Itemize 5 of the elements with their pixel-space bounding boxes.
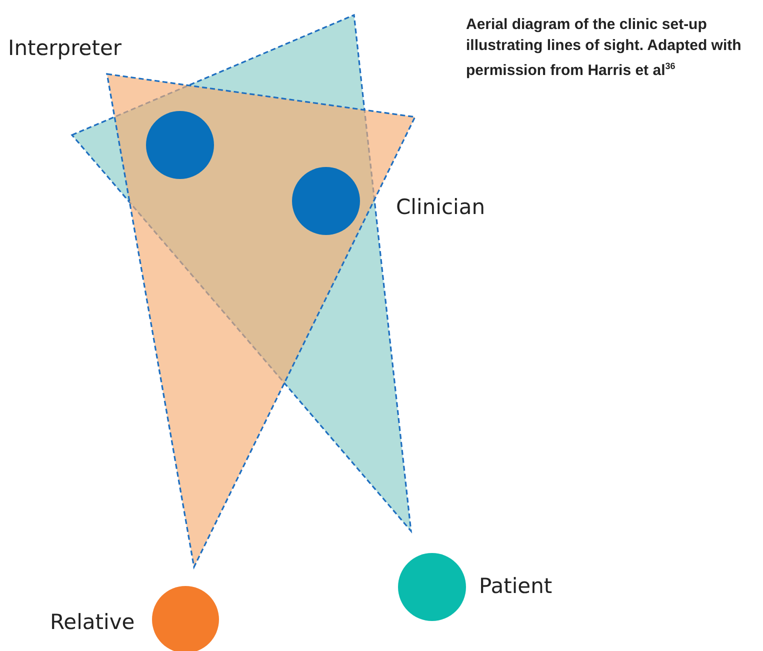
- person-label: Patient: [479, 574, 552, 598]
- person-label: Relative: [50, 610, 135, 634]
- caption: Aerial diagram of the clinic set-up illustrating lines of sight. Adapted with permission from Harris et al$^{36}$: [466, 15, 742, 81]
- person-label: Interpreter: [8, 36, 122, 60]
- person-label: Clinician: [396, 195, 486, 219]
